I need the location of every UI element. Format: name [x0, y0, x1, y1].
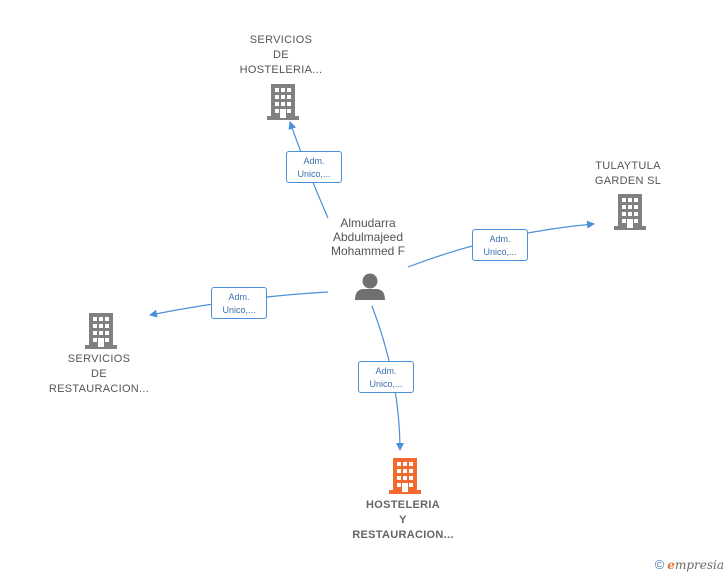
building-icon[interactable] [267, 84, 299, 120]
company-label-servicios-hosteleria[interactable]: SERVICIOS DE HOSTELERIA... [239, 34, 323, 76]
person-label[interactable]: Almudarra Abdulmajeed Mohammed F [330, 216, 406, 258]
building-icon[interactable] [85, 313, 117, 349]
person-icon[interactable] [355, 273, 385, 301]
building-icon[interactable] [614, 194, 646, 230]
edge-label-servicios-restauracion[interactable]: Adm. Unico,... [211, 287, 267, 319]
company-label-servicios-restauracion[interactable]: SERVICIOS DE RESTAURACION... [48, 353, 150, 395]
building-icon[interactable] [389, 458, 421, 494]
edge-label-tulaytula-garden[interactable]: Adm. Unico,... [472, 229, 528, 261]
edge-label-servicios-hosteleria[interactable]: Adm. Unico,... [286, 151, 342, 183]
edge-label-hosteleria-restauracion[interactable]: Adm. Unico,... [358, 361, 414, 393]
company-label-tulaytula-garden[interactable]: TULAYTULA GARDEN SL [594, 160, 662, 187]
copyright-icon: © [654, 557, 665, 572]
company-label-hosteleria-restauracion[interactable]: HOSTELERIA Y RESTAURACION... [352, 499, 454, 541]
brand-logo: empresia [667, 558, 724, 572]
watermark: ©empresia [655, 557, 724, 572]
